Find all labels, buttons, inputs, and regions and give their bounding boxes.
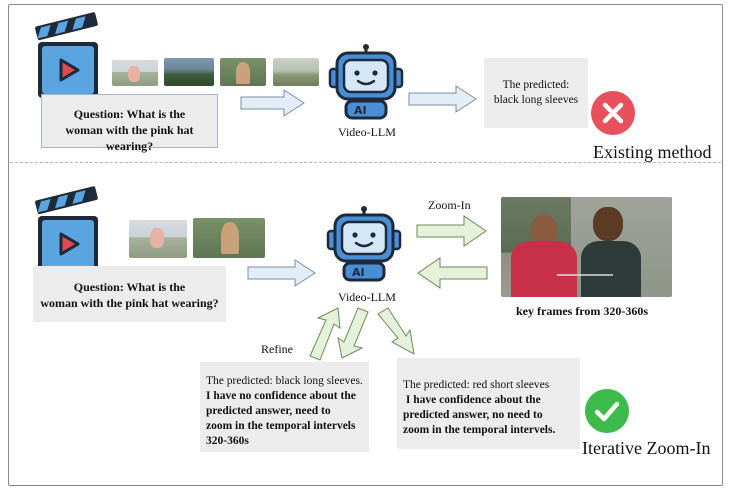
prediction-line: predicted answer, no need to	[403, 409, 543, 421]
prediction-line: predicted answer, need to	[206, 405, 331, 417]
method-label: Iterative Zoom-In	[582, 438, 711, 458]
prediction-line: I have no confidence about the	[206, 390, 356, 402]
video-frame-thumbnail	[193, 218, 265, 258]
robot-icon: AI	[328, 44, 404, 120]
question-box: Question: What is the woman with the pin…	[41, 94, 218, 153]
prediction-line: 320-360s	[206, 435, 249, 447]
svg-text:AI: AI	[354, 104, 367, 117]
question-line: woman with the pink hat wearing?	[65, 123, 194, 153]
video-frame-thumbnail	[129, 220, 187, 258]
video-frame-thumbnail	[112, 60, 158, 86]
prediction-line: zoom in the temporal intervels.	[403, 424, 556, 436]
question-line: woman with the pink hat wearing?	[40, 296, 219, 310]
prediction-line: The predicted: black long sleeves.	[206, 375, 363, 387]
prediction-line: black long sleeves	[493, 94, 579, 106]
section-divider	[10, 162, 721, 163]
clapperboard-icon	[35, 186, 98, 272]
figure-frame	[8, 4, 723, 486]
prediction-box-refine: The predicted: black long sleeves. I hav…	[200, 362, 369, 452]
flow-arrow	[408, 85, 477, 113]
video-frame-thumbnail	[164, 58, 214, 86]
zoom-in-arrow	[416, 215, 487, 247]
flow-arrow	[247, 259, 316, 287]
prediction-line: zoom in the temporal intervels	[206, 420, 356, 432]
key-frame-image	[501, 197, 672, 297]
return-arrow	[417, 257, 488, 289]
keyframes-caption: key frames from 320-360s	[516, 304, 649, 318]
down-arrow-left	[337, 307, 369, 359]
prediction-box-final: The predicted: red short sleeves I have …	[397, 358, 580, 449]
flow-arrow	[240, 89, 305, 117]
clapperboard-icon	[35, 12, 98, 98]
question-line: Question: What is the	[73, 280, 186, 294]
model-label: Video-LLM	[338, 290, 396, 304]
prediction-box: The predicted: black long sleeves	[484, 58, 588, 128]
method-label: Existing method	[593, 142, 712, 162]
check-icon	[585, 389, 629, 433]
down-arrow-right	[377, 307, 415, 355]
cross-icon	[591, 91, 635, 135]
video-frame-thumbnail	[273, 58, 319, 86]
refine-label: Refine	[261, 342, 293, 356]
prediction-line: The predicted: red short sleeves	[403, 379, 550, 391]
question-line: Question: What is the	[73, 107, 186, 121]
prediction-line: I have confidence about the	[403, 394, 541, 406]
refine-up-arrow	[309, 307, 341, 361]
robot-icon: AI	[326, 206, 402, 282]
model-label: Video-LLM	[338, 125, 396, 139]
video-frame-thumbnail	[220, 58, 266, 86]
svg-text:AI: AI	[352, 266, 365, 279]
zoom-in-label: Zoom-In	[428, 198, 471, 212]
prediction-line: The predicted:	[502, 79, 570, 91]
question-box: Question: What is the woman with the pin…	[33, 266, 226, 322]
